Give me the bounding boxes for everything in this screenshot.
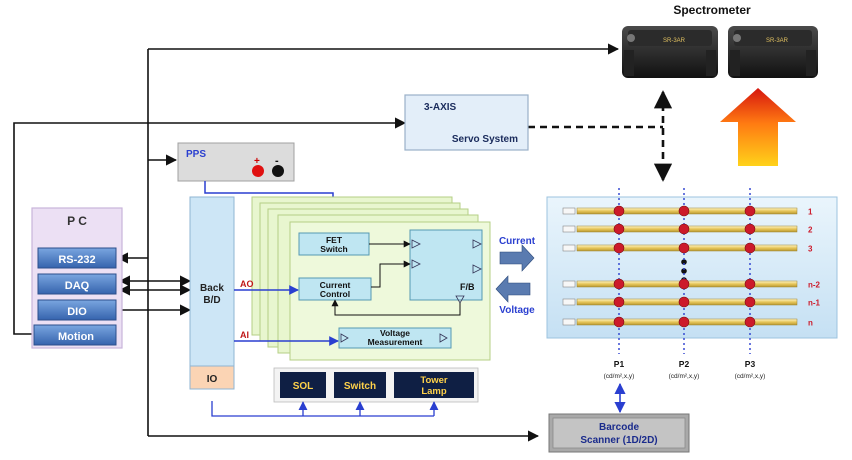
servo-link: [528, 90, 673, 182]
motion-to-servo-arrow: [13, 117, 407, 335]
probe-labels: P1 (cd/m²,x,y) P2 (cd/m²,x,y) P3 (cd/m²,x,y): [604, 359, 766, 380]
measurement-point: [678, 296, 690, 308]
voltage-label-2: Measurement: [368, 337, 423, 347]
pc-port-label: DIO: [67, 306, 87, 318]
backboard-label-2: B/D: [203, 295, 220, 306]
probe-unit: (cd/m²,x,y): [669, 373, 700, 380]
measurement-point: [744, 278, 756, 290]
pc-port-label: Motion: [58, 331, 94, 343]
voltage-measurement-block: Voltage Measurement: [338, 327, 452, 349]
ai-label: AI: [240, 330, 249, 340]
pc-port-label: RS-232: [58, 254, 95, 266]
servo-label-top: 3-AXIS: [424, 102, 457, 113]
current-flow-label: Current: [499, 236, 536, 247]
io-label: IO: [207, 374, 218, 385]
fet-switch-block: FET Switch: [298, 232, 370, 256]
voltage-flow-label: Voltage: [499, 305, 535, 316]
measurement-point: [678, 205, 690, 217]
pc-port-label: DAQ: [65, 280, 90, 292]
measurement-point: [744, 242, 756, 254]
backboard-label-1: Back: [200, 283, 224, 294]
spectrometer-brand-right: SR-3AR: [766, 38, 789, 44]
pps-plus-label: +: [254, 156, 260, 167]
row-label: n-2: [808, 281, 821, 290]
probe-unit: (cd/m²,x,y): [735, 373, 766, 380]
measurement-point: [678, 316, 690, 328]
measurement-point: [613, 205, 625, 217]
tower-label-1: Tower: [420, 375, 448, 386]
measurement-point: [744, 205, 756, 217]
sol-label: SOL: [293, 381, 314, 392]
control-wiring: [13, 43, 620, 442]
measurement-point: [613, 316, 625, 328]
pc-port-daq: DAQ: [37, 273, 117, 295]
pps-box: PPS + -: [177, 142, 295, 182]
servo-system-box: 3-AXIS Servo System: [404, 94, 529, 151]
spectrometer-title: Spectrometer: [673, 3, 751, 17]
tower-label-2: Lamp: [421, 386, 447, 397]
row-label: n: [808, 319, 813, 328]
probe-points: [613, 205, 756, 328]
pc-port-motion: Motion: [33, 324, 117, 346]
measurement-point: [678, 242, 690, 254]
pps-negative-terminal: [272, 165, 284, 177]
voltage-arrow-icon: [495, 275, 531, 303]
current-control-block: Current Control: [298, 277, 372, 301]
barcode-label-2: Scanner (1D/2D): [580, 435, 657, 446]
current-control-label-1: Current: [320, 280, 351, 290]
probe-name: P1: [614, 359, 625, 369]
probe-unit: (cd/m²,x,y): [604, 373, 635, 380]
current-arrow-icon: [499, 244, 535, 272]
back-board: Back B/D IO: [189, 196, 235, 390]
row-label: 1: [808, 208, 813, 217]
switch-box: Switch: [334, 372, 386, 398]
pc-box: P C RS-232 DAQ DIO Motion: [31, 207, 123, 349]
pps-minus-label: -: [275, 155, 279, 167]
probe-name: P2: [679, 359, 690, 369]
barcode-scanner-box: Barcode Scanner (1D/2D): [548, 413, 690, 453]
output-fb-block: F/B: [409, 229, 483, 304]
ao-label: AO: [240, 279, 254, 289]
pps-label: PPS: [186, 149, 206, 160]
measurement-point: [613, 278, 625, 290]
fet-label-1: FET: [326, 235, 343, 245]
display-panel: 1 2 3 n-2 n-1 n: [546, 188, 838, 354]
measurement-point: [613, 223, 625, 235]
light-up-arrow-icon: [720, 88, 796, 166]
pc-port-dio: DIO: [37, 299, 117, 321]
measurement-point: [678, 223, 690, 235]
spectrometer-right: SR-3AR: [728, 26, 818, 78]
spectrometer-left: SR-3AR: [622, 26, 718, 78]
measurement-point: [744, 316, 756, 328]
spectrometer-brand-left: SR-3AR: [663, 38, 686, 44]
row-labels: 1 2 3 n-2 n-1 n: [808, 208, 821, 328]
pps-positive-terminal: [252, 165, 264, 177]
fb-label: F/B: [460, 282, 475, 292]
peripheral-group: SOL Switch Tower Lamp: [273, 367, 479, 403]
pc-port-rs232: RS-232: [37, 247, 117, 269]
barcode-label-1: Barcode: [599, 422, 639, 433]
io-peripheral-wires: [211, 401, 439, 417]
measurement-point: [744, 223, 756, 235]
row-label: 3: [808, 245, 813, 254]
measurement-point: [678, 278, 690, 290]
row-label: n-1: [808, 299, 821, 308]
pc-title: P C: [67, 214, 87, 228]
measurement-point: [613, 242, 625, 254]
measurement-point: [744, 296, 756, 308]
voltage-label-1: Voltage: [380, 328, 410, 338]
measurement-point: [613, 296, 625, 308]
probe-name: P3: [745, 359, 756, 369]
current-control-label-2: Control: [320, 289, 350, 299]
row-label: 2: [808, 226, 813, 235]
tower-lamp-box: Tower Lamp: [394, 372, 474, 398]
fet-label-2: Switch: [320, 244, 347, 254]
board-internal-wires: [331, 240, 461, 316]
sol-box: SOL: [280, 372, 326, 398]
switch-label: Switch: [344, 381, 376, 392]
servo-label-bottom: Servo System: [452, 134, 518, 145]
